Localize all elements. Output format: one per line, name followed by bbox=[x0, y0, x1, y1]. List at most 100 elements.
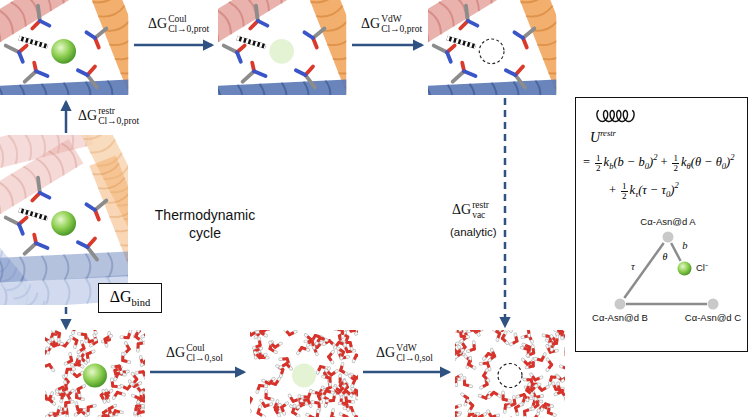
subscript-label: Cl→0,prot bbox=[98, 116, 139, 126]
water-oxygen bbox=[258, 386, 259, 389]
free-energy-symbol: ΔG bbox=[166, 345, 185, 360]
helix-turn bbox=[28, 301, 45, 305]
superscript-label: VdW bbox=[381, 14, 422, 24]
distance-line bbox=[626, 303, 707, 306]
water-oxygen bbox=[258, 342, 262, 345]
helix-turn bbox=[21, 293, 38, 305]
water-oxygen bbox=[276, 381, 278, 384]
nitrogen-bond bbox=[19, 52, 23, 62]
helix-turn bbox=[470, 84, 475, 95]
helix-turn bbox=[325, 81, 330, 95]
water-oxygen bbox=[116, 392, 118, 395]
water-oxygen bbox=[293, 412, 296, 414]
water-oxygen bbox=[59, 387, 62, 389]
water-oxygen bbox=[54, 344, 57, 346]
water-oxygen bbox=[319, 367, 321, 370]
water-oxygen bbox=[86, 354, 90, 357]
formula-line: Urestr bbox=[590, 128, 616, 146]
nitrogen-bond bbox=[86, 204, 95, 210]
helix-turn bbox=[61, 143, 76, 167]
helix-ribbon bbox=[0, 0, 76, 34]
atom-label: Cl⁻ bbox=[696, 261, 708, 274]
helix-turn bbox=[492, 83, 497, 95]
nitrogen-bond bbox=[468, 21, 478, 26]
water-oxygen bbox=[87, 407, 90, 411]
helix-turn bbox=[0, 190, 1, 214]
water-oxygen bbox=[344, 415, 347, 416]
atom-label: Cα-Asn@d C bbox=[685, 312, 741, 323]
water-oxygen bbox=[52, 334, 53, 337]
water-bond bbox=[269, 382, 272, 383]
helix-turn bbox=[311, 0, 338, 2]
water-oxygen bbox=[532, 363, 535, 366]
water-oxygen bbox=[332, 397, 336, 400]
helix-turn bbox=[49, 0, 64, 3]
fraction-denominator: 2 bbox=[595, 164, 602, 173]
nitrogen-bond bbox=[258, 21, 268, 26]
helix-turn bbox=[282, 83, 287, 95]
water-oxygen bbox=[116, 365, 119, 368]
helix-turn bbox=[0, 258, 3, 283]
script-stack: VdWCl→0,sol bbox=[396, 343, 433, 363]
water-oxygen bbox=[275, 410, 277, 413]
water-oxygen bbox=[69, 357, 73, 360]
water-oxygen bbox=[555, 340, 558, 343]
side-chain bbox=[224, 46, 237, 53]
nitrogen-bond bbox=[78, 242, 88, 247]
helix-turn bbox=[42, 256, 47, 281]
atom-shape bbox=[677, 261, 692, 276]
formula-term: 0 bbox=[722, 161, 726, 171]
helix-turn bbox=[303, 82, 308, 95]
subscript-label: Cl→0,prot bbox=[168, 24, 209, 34]
helix-turn bbox=[338, 63, 346, 74]
water-oxygen bbox=[128, 386, 130, 389]
formula-term: ) bbox=[726, 155, 730, 169]
water-oxygen bbox=[103, 414, 106, 417]
helix-turn bbox=[241, 0, 256, 19]
nitrogen-bond bbox=[40, 193, 50, 198]
water-oxygen bbox=[123, 359, 126, 363]
side-chain bbox=[38, 178, 40, 193]
superscript-label: Coul bbox=[168, 14, 209, 24]
nitrogen-bond bbox=[237, 52, 241, 62]
free-energy-symbol: ΔG bbox=[452, 202, 471, 217]
water-oxygen bbox=[470, 403, 472, 405]
label-group: ΔGVdWCl→0,prot bbox=[361, 14, 422, 34]
water-oxygen bbox=[82, 333, 85, 337]
water-oxygen bbox=[347, 350, 350, 354]
cycle-arrow bbox=[65, 102, 68, 133]
helix-turn bbox=[267, 0, 282, 3]
helix-ribbon bbox=[0, 91, 128, 95]
water-oxygen bbox=[293, 400, 296, 401]
water-oxygen bbox=[473, 346, 476, 349]
water-bond bbox=[559, 387, 562, 391]
helix-turn bbox=[90, 140, 115, 153]
angle-label: θ bbox=[663, 251, 668, 262]
side-chain bbox=[95, 29, 106, 38]
chloride-ion bbox=[51, 39, 76, 64]
water-oxygen bbox=[527, 390, 530, 392]
side-chain bbox=[95, 201, 106, 211]
nitrogen-bond bbox=[304, 32, 313, 38]
illustration-panel bbox=[455, 330, 565, 417]
water-oxygen bbox=[527, 330, 530, 332]
water-oxygen bbox=[493, 353, 495, 356]
helix-turn bbox=[537, 34, 556, 45]
fraction-denominator: 2 bbox=[621, 192, 628, 201]
formula-term: 0 bbox=[666, 189, 670, 199]
nitrogen-bond bbox=[464, 71, 475, 76]
helix-turn bbox=[64, 83, 69, 95]
water-oxygen bbox=[533, 401, 534, 404]
illustration-panel bbox=[428, 0, 556, 95]
helix-turn bbox=[11, 174, 26, 198]
water-oxygen bbox=[472, 330, 475, 331]
script-stack: restrvac bbox=[472, 200, 489, 220]
label-group: ΔGrestrvac bbox=[452, 200, 489, 220]
formula-term: 2 bbox=[653, 152, 657, 162]
hydrogen-bond bbox=[19, 210, 48, 219]
atom-circle bbox=[708, 299, 719, 310]
